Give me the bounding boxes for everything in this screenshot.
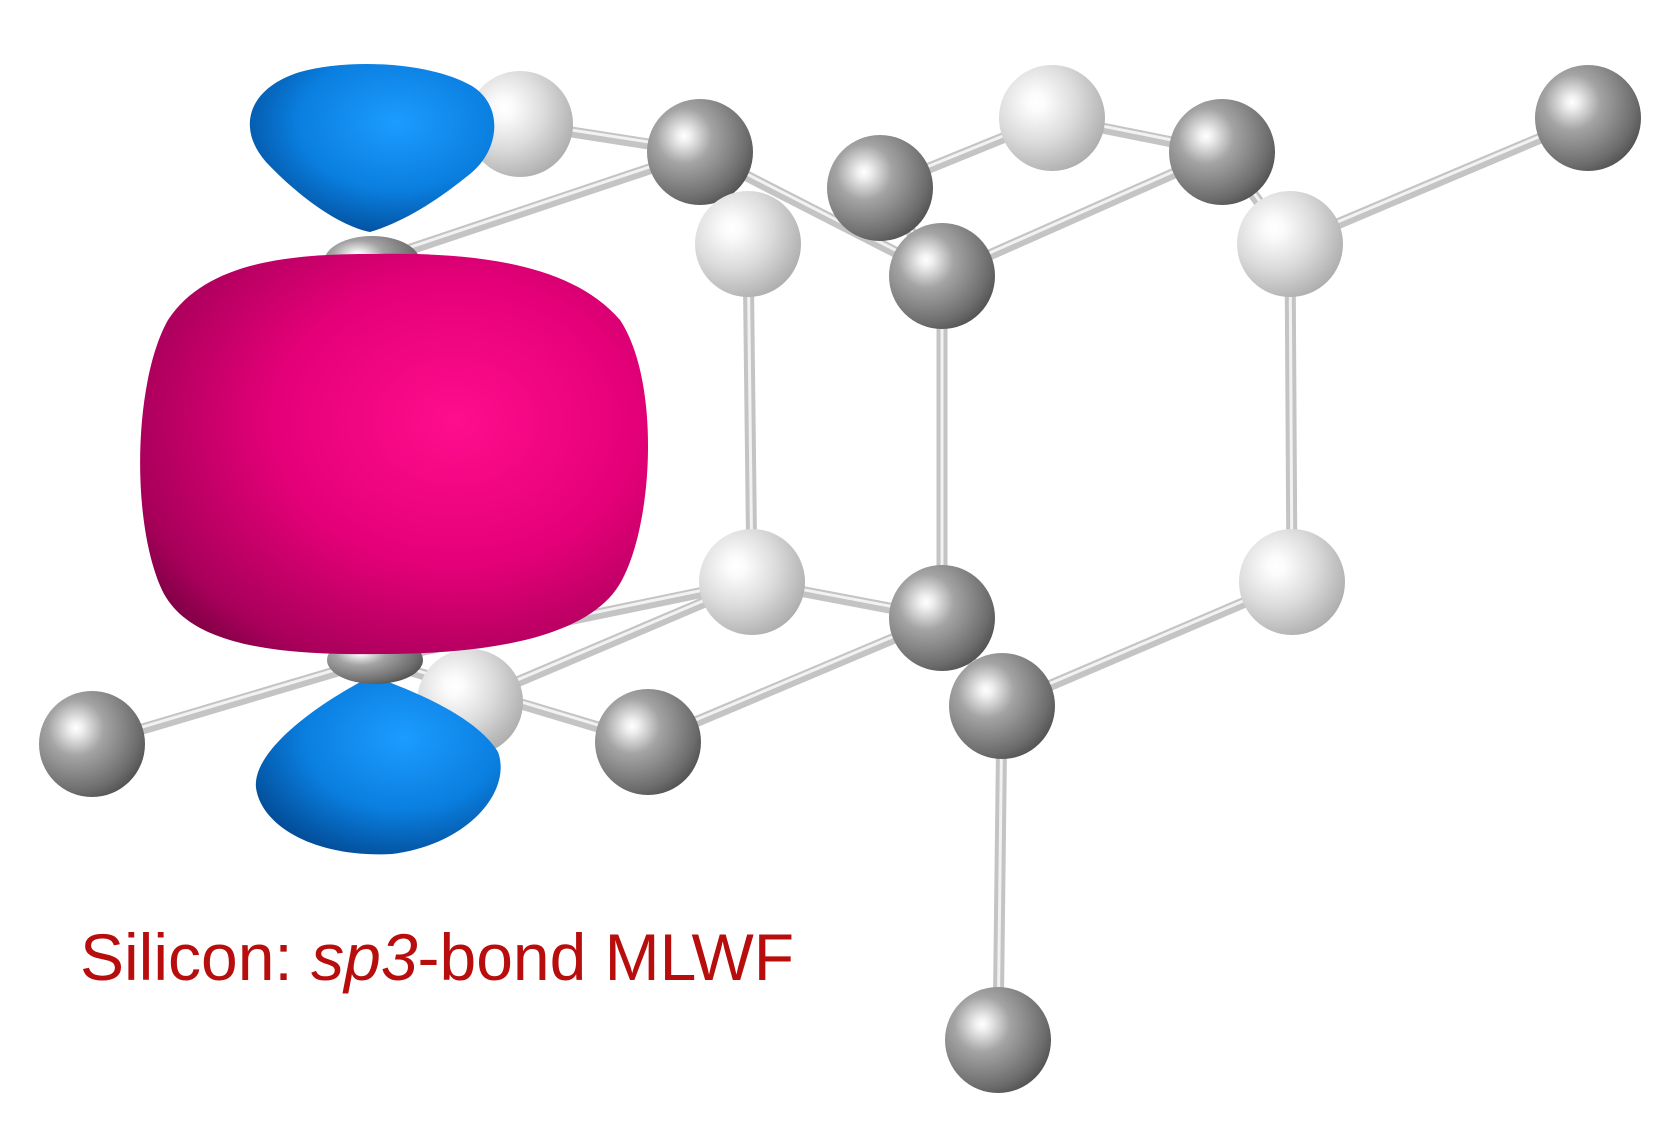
- bond-highlight-9: [1289, 114, 1589, 244]
- front-atom-layer: [39, 65, 1641, 1093]
- bond-highlight-12: [1288, 241, 1294, 581]
- caption-italic: sp3: [311, 920, 418, 994]
- silicon-atom-a14: [39, 691, 145, 797]
- bond-9: [1284, 112, 1594, 250]
- silicon-atom-a2: [999, 65, 1105, 171]
- silicon-atom-a1: [467, 71, 573, 177]
- negative-lobe-bottom: [255, 676, 501, 855]
- silicon-atom-a16: [949, 653, 1055, 759]
- bond-highlight-18: [996, 703, 1004, 1039]
- bond-highlight-19: [371, 148, 701, 262]
- wannier-orbital: [140, 63, 649, 855]
- silicon-atom-a6: [1169, 99, 1275, 205]
- silicon-atom-a3: [1535, 65, 1641, 171]
- bond-15: [642, 612, 948, 748]
- silicon-atom-a8: [889, 223, 995, 329]
- silicon-atom-a11: [889, 565, 995, 671]
- bond-highlight-10: [746, 241, 754, 581]
- silicon-atom-a17: [945, 987, 1051, 1093]
- positive-lobe: [140, 253, 649, 655]
- silicon-atom-a10: [699, 529, 805, 635]
- caption-prefix: Silicon:: [80, 920, 312, 994]
- silicon-atom-a15: [595, 689, 701, 795]
- figure-caption: Silicon: sp3-bond MLWF: [80, 924, 794, 990]
- silicon-atom-a9: [1237, 191, 1343, 297]
- silicon-atom-a4: [647, 99, 753, 205]
- bond-19: [366, 146, 706, 268]
- silicon-atom-a5: [827, 135, 933, 241]
- caption-suffix: -bond MLWF: [417, 920, 795, 994]
- negative-lobe-top: [249, 63, 495, 233]
- silicon-atom-a12: [1239, 529, 1345, 635]
- silicon-atom-a7: [695, 191, 801, 297]
